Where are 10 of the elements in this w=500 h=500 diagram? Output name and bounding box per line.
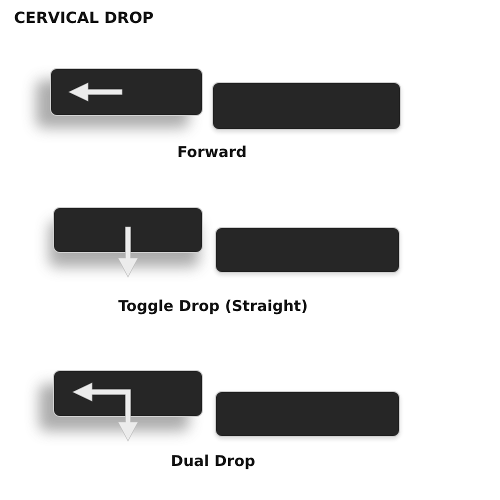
title: CERVICAL DROP [14, 9, 154, 28]
rounded-panel [50, 68, 203, 116]
rounded-panel [212, 82, 401, 130]
caption: Toggle Drop (Straight) [118, 297, 308, 315]
rounded-panel [53, 370, 203, 417]
rounded-panel [215, 391, 400, 437]
caption: Forward [177, 143, 247, 161]
caption: Dual Drop [170, 452, 256, 470]
rounded-panel [215, 227, 400, 273]
rounded-panel [53, 207, 203, 253]
